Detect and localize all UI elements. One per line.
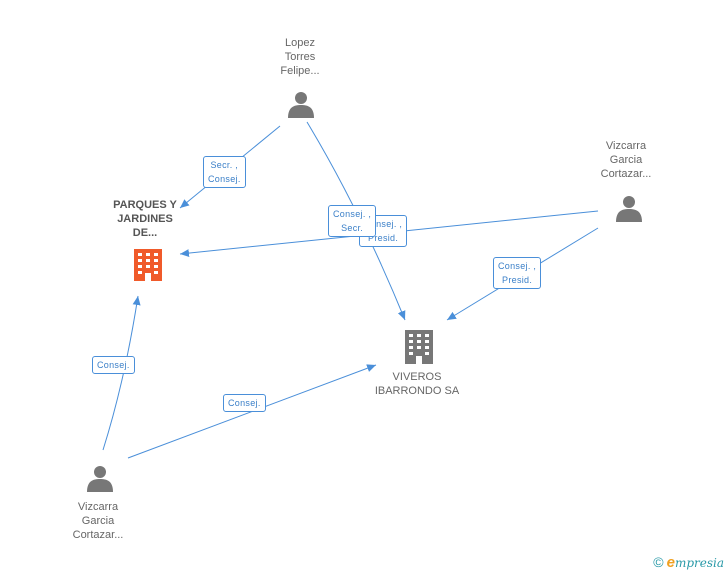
building-icon[interactable] — [134, 249, 162, 281]
edge-label-vbottom-parques: Consej. — [92, 356, 135, 374]
node-label-vizcarra-right[interactable]: Vizcarra Garcia Cortazar... — [600, 140, 652, 180]
edge-label-lopez-parques: Secr. , Consej. — [203, 156, 246, 188]
person-icon[interactable] — [616, 196, 642, 222]
node-label-viveros[interactable]: VIVEROS IBARRONDO SA — [374, 371, 460, 397]
person-icon[interactable] — [87, 466, 113, 492]
edge-label-vbottom-viveros: Consej. — [223, 394, 266, 412]
empresia-logo-e: e — [666, 554, 675, 571]
edge-label-lopez-viveros: Consej. , Secr. — [328, 205, 377, 237]
copyright-icon: © — [653, 554, 664, 570]
empresia-logo-text: mpresia — [674, 556, 724, 570]
person-icon[interactable] — [288, 92, 314, 118]
edge-vbottom-parques — [102, 295, 141, 451]
footer-brand: ©empresia — [653, 554, 724, 571]
edge-label-vright-viveros: Consej. , Presid. — [493, 257, 542, 289]
building-icon[interactable] — [405, 330, 433, 364]
node-label-lopez[interactable]: Lopez Torres Felipe... — [280, 37, 320, 77]
node-label-parques[interactable]: PARQUES Y JARDINES DE... — [113, 199, 177, 239]
node-label-vizcarra-bottom[interactable]: Vizcarra Garcia Cortazar... — [72, 501, 124, 541]
